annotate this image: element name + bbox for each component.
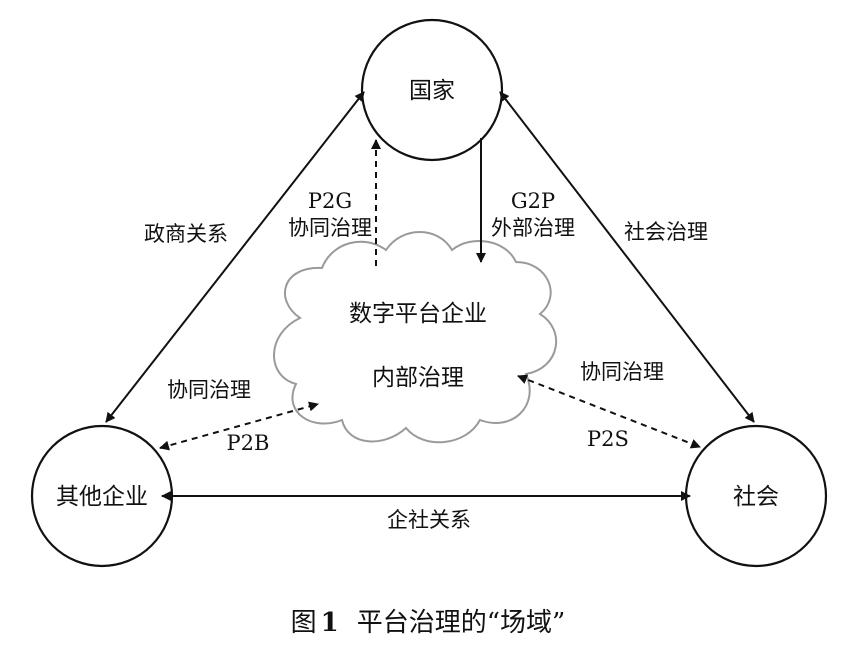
social-governance-label: 社会治理 (624, 220, 708, 244)
gov-business-arrow (105, 91, 365, 423)
p2b-label: 协同治理 (167, 378, 251, 402)
p2b-arrow (159, 401, 319, 451)
p2s-code: P2S (587, 427, 629, 451)
enterprise-society-label: 企社关系 (387, 508, 471, 532)
g2p-code: G2P (511, 189, 555, 213)
p2s-label: 协同治理 (580, 360, 664, 384)
p2g-code: P2G (308, 189, 352, 213)
g2p-label: 外部治理 (491, 216, 575, 240)
state-node (360, 18, 504, 162)
platform-cloud (273, 231, 557, 444)
state-label: 国家 (409, 78, 455, 104)
caption-title: 平台治理的“场域” (356, 608, 566, 638)
gov-business-label: 政商关系 (144, 222, 228, 246)
internal-governance-label: 内部治理 (372, 365, 464, 391)
caption-prefix: 图 (290, 608, 317, 638)
p2b-code: P2B (227, 431, 270, 455)
platform-label: 数字平台企业 (349, 301, 487, 327)
social-governance-arrow (499, 91, 755, 423)
p2g-label: 协同治理 (288, 216, 372, 240)
society-label: 社会 (733, 484, 779, 510)
other-enterprises-label: 其他企业 (56, 484, 148, 510)
caption-number: 1 (320, 608, 339, 638)
